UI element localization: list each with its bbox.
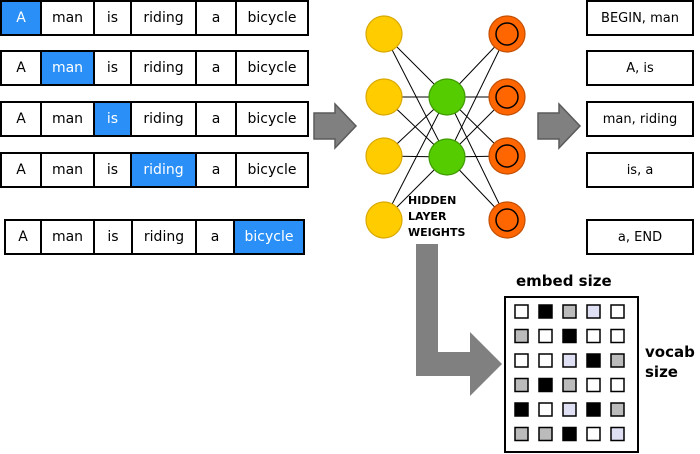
input-node (365, 201, 403, 239)
network-edge (383, 96, 448, 221)
token-cell: riding (130, 101, 197, 137)
token-cell: A (0, 50, 42, 86)
output-node (488, 15, 526, 53)
hidden-layer-label: HIDDEN LAYER WEIGHTS (408, 193, 465, 241)
matrix-cell (610, 402, 625, 417)
network-edge (446, 33, 508, 158)
matrix-cell (610, 353, 625, 368)
token-cell: man (40, 0, 95, 36)
matrix-cell (610, 304, 625, 319)
token-cell: bicycle (235, 101, 309, 137)
token-cell-highlighted: man (40, 50, 95, 86)
network-nodes (365, 15, 526, 239)
token-cell-highlighted: bicycle (233, 219, 305, 255)
hidden-node (428, 78, 466, 116)
context-box: A, is (586, 50, 694, 86)
token-cell: bicycle (235, 0, 309, 36)
matrix-cell (538, 328, 553, 344)
output-arrow-icon (537, 102, 582, 150)
output-node-ring (495, 144, 519, 168)
matrix-cell (538, 353, 553, 368)
input-node (365, 78, 403, 116)
token-cell: man (40, 101, 95, 137)
matrix-cell (562, 304, 577, 319)
matrix-cell (538, 377, 553, 393)
matrix-cell (586, 402, 601, 417)
token-cell: a (195, 152, 237, 188)
matrix-cell (538, 304, 553, 319)
context-box: is, a (586, 152, 694, 188)
matrix-cell (586, 328, 601, 344)
hidden-label-line: HIDDEN (408, 194, 457, 207)
matrix-cell (610, 426, 625, 442)
token-cell: is (93, 50, 132, 86)
matrix-cell (562, 328, 577, 344)
matrix-cell (514, 426, 529, 442)
matrix-cell (538, 426, 553, 442)
token-cell-highlighted: A (0, 0, 42, 36)
input-arrow-icon (313, 102, 358, 150)
token-cell: man (40, 219, 95, 255)
matrix-frame (504, 296, 639, 453)
matrix-cell (562, 353, 577, 368)
token-cell-highlighted: riding (130, 152, 197, 188)
matrix-cell (514, 402, 529, 417)
matrix-cell (586, 353, 601, 368)
matrix-cell (562, 426, 577, 442)
output-node-ring (495, 85, 519, 109)
hidden-node (428, 138, 466, 176)
matrix-cell (610, 328, 625, 344)
token-cell: A (0, 101, 42, 137)
token-cell: A (0, 152, 42, 188)
token-cell: bicycle (235, 152, 309, 188)
token-cell: riding (130, 50, 197, 86)
arrows (313, 102, 582, 396)
input-node (365, 15, 403, 53)
token-cell: man (40, 152, 95, 188)
embed-size-label: embed size (516, 272, 612, 290)
token-cell: bicycle (235, 50, 309, 86)
token-cell: a (195, 50, 237, 86)
weights-arrow-icon (416, 244, 502, 396)
output-node (488, 201, 526, 239)
output-node-ring (495, 208, 519, 232)
output-node (488, 78, 526, 116)
token-cell: is (93, 152, 132, 188)
matrix-cell (514, 328, 529, 344)
matrix-cell (586, 426, 601, 442)
token-cell: a (195, 219, 235, 255)
token-cell: is (93, 0, 132, 36)
matrix-cell (514, 304, 529, 319)
matrix-cell (586, 304, 601, 319)
output-node (488, 137, 526, 175)
matrix-cell (586, 377, 601, 393)
output-node-ring (495, 22, 519, 46)
matrix-cell (514, 377, 529, 393)
matrix-cell (562, 402, 577, 417)
hidden-label-line: WEIGHTS (408, 226, 466, 239)
vocab-label-line: vocab (645, 343, 695, 361)
embedding-matrix (504, 296, 639, 453)
matrix-cell (610, 377, 625, 393)
context-box: a, END (586, 219, 694, 255)
matrix-cell (538, 402, 553, 417)
vocab-size-label: vocab size (645, 342, 695, 382)
context-box: man, riding (586, 101, 694, 137)
matrix-cell (514, 353, 529, 368)
matrix-cell (562, 377, 577, 393)
token-cell: riding (131, 219, 197, 255)
input-node (365, 137, 403, 175)
network-edge (446, 96, 508, 221)
context-box: BEGIN, man (586, 0, 694, 36)
token-cell: riding (130, 0, 197, 36)
hidden-label-line: LAYER (408, 210, 447, 223)
network-edge (383, 33, 448, 158)
vocab-label-line: size (645, 363, 678, 381)
